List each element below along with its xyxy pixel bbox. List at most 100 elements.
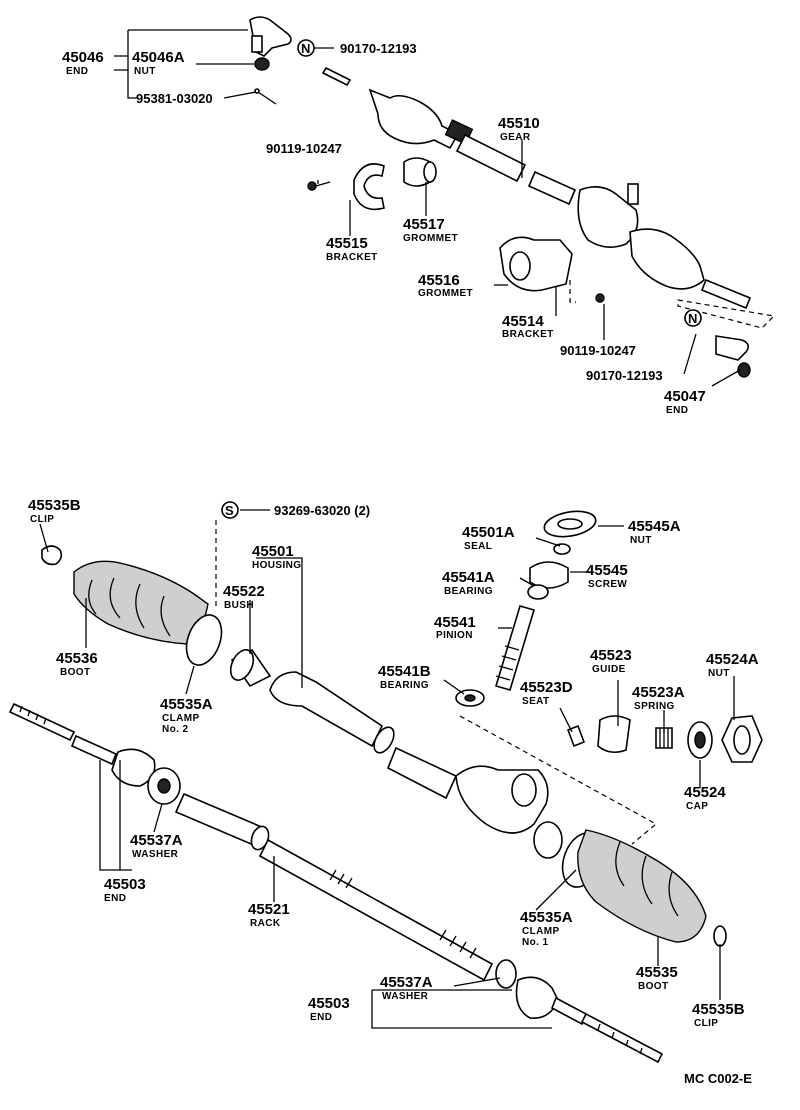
- svg-text:BRACKET: BRACKET: [326, 252, 378, 263]
- svg-text:No. 2: No. 2: [162, 724, 188, 735]
- n-mark-left-icon: N: [297, 39, 315, 57]
- bracket-45515-drawing: [307, 163, 385, 211]
- svg-text:END: END: [666, 405, 688, 416]
- part-number-95381: 95381-03020: [136, 91, 213, 106]
- svg-text:PINION: PINION: [436, 630, 473, 641]
- svg-text:GROMMET: GROMMET: [403, 233, 458, 244]
- svg-text:SEAL: SEAL: [464, 541, 492, 552]
- svg-text:CAP: CAP: [686, 801, 708, 812]
- svg-text:HOUSING: HOUSING: [252, 560, 301, 571]
- part-number-45536: 45536: [56, 650, 98, 667]
- tie-rod-end-right-drawing: N: [677, 299, 776, 378]
- svg-text:BUSH: BUSH: [224, 600, 254, 611]
- top-assembly: N: [249, 16, 776, 378]
- top-leader-lines: [114, 29, 741, 387]
- part-number-45523a: 45523A: [632, 684, 685, 701]
- bottom-leader-lines: [39, 509, 735, 1029]
- part-number-90170-right: 90170-12193: [586, 368, 663, 383]
- diagram-code: MC C002-E: [684, 1071, 752, 1086]
- svg-text:BEARING: BEARING: [380, 680, 429, 691]
- svg-text:NUT: NUT: [134, 66, 156, 77]
- bottom-assembly: S: [8, 501, 763, 1064]
- svg-text:N: N: [688, 311, 697, 326]
- part-number-45517: 45517: [403, 216, 445, 233]
- svg-text:GUIDE: GUIDE: [592, 664, 626, 675]
- svg-text:CLIP: CLIP: [694, 1018, 718, 1029]
- part-number-45541: 45541: [434, 614, 476, 631]
- part-number-45503-right: 45503: [308, 995, 350, 1012]
- part-number-45535b-right: 45535B: [692, 1001, 745, 1018]
- svg-text:BOOT: BOOT: [60, 667, 91, 678]
- part-number-45535: 45535: [636, 964, 678, 981]
- boot-right-drawing: [561, 829, 727, 947]
- part-number-90170-left: 90170-12193: [340, 41, 417, 56]
- part-number-45524: 45524: [684, 784, 726, 801]
- tie-rod-end-right-bottom-drawing: [495, 959, 664, 1064]
- part-number-45537a-right: 45537A: [380, 974, 433, 991]
- part-number-45503-left: 45503: [104, 876, 146, 893]
- part-number-45501: 45501: [252, 543, 294, 560]
- n-mark-right-icon: N: [684, 309, 702, 327]
- part-number-45545a: 45545A: [628, 518, 681, 535]
- svg-text:END: END: [104, 893, 126, 904]
- part-number-45535a-clamp2: 45535A: [160, 696, 213, 713]
- part-number-45047: 45047: [664, 388, 706, 405]
- svg-text:END: END: [66, 66, 88, 77]
- grommet-45516-drawing: [499, 236, 605, 303]
- bottom-labels: 45535B CLIP 93269-63020 (2) 45501 HOUSIN…: [28, 497, 759, 1086]
- svg-text:BRACKET: BRACKET: [502, 329, 554, 340]
- svg-text:NUT: NUT: [708, 668, 730, 679]
- svg-text:GROMMET: GROMMET: [418, 288, 473, 299]
- s-mark-icon: S: [221, 501, 239, 519]
- part-number-45521: 45521: [248, 901, 290, 918]
- svg-text:RACK: RACK: [250, 918, 281, 929]
- part-number-45522: 45522: [223, 583, 265, 600]
- svg-text:WASHER: WASHER: [132, 849, 179, 860]
- part-number-90119-left: 90119-10247: [266, 141, 342, 156]
- part-number-45537a-left: 45537A: [130, 832, 183, 849]
- clip-left-drawing: [41, 545, 63, 566]
- svg-text:CLAMP: CLAMP: [162, 713, 200, 724]
- pinion-group-drawing: [455, 510, 597, 707]
- svg-text:BOOT: BOOT: [638, 981, 669, 992]
- part-number-45524a: 45524A: [706, 651, 759, 668]
- boot-left-drawing: [73, 560, 209, 645]
- part-number-90119-right: 90119-10247: [560, 343, 636, 358]
- clamp-no2-drawing: [185, 614, 223, 666]
- svg-text:SPRING: SPRING: [634, 701, 675, 712]
- part-number-45514: 45514: [502, 313, 544, 330]
- part-number-45541a: 45541A: [442, 569, 495, 586]
- rack-drawing: [174, 792, 494, 982]
- svg-text:SEAT: SEAT: [522, 696, 550, 707]
- top-labels: 45046 END 45046A NUT 95381-03020 90170-1…: [62, 41, 706, 416]
- part-number-45515: 45515: [326, 235, 368, 252]
- part-number-45523d: 45523D: [520, 679, 573, 696]
- part-number-45516: 45516: [418, 272, 460, 289]
- svg-text:CLIP: CLIP: [30, 514, 54, 525]
- grommet-45517-drawing: [403, 157, 437, 187]
- part-number-93269: 93269-63020 (2): [274, 503, 370, 518]
- svg-text:CLAMP: CLAMP: [522, 926, 560, 937]
- part-number-45523: 45523: [590, 647, 632, 664]
- svg-text:N: N: [301, 41, 310, 56]
- svg-text:No. 1: No. 1: [522, 937, 548, 948]
- guide-group-drawing: [459, 715, 763, 845]
- steering-gear-drawing: [368, 88, 752, 310]
- part-number-45501a: 45501A: [462, 524, 515, 541]
- part-number-45535a-clamp1: 45535A: [520, 909, 573, 926]
- tie-rod-end-left-drawing: [249, 16, 292, 105]
- svg-text:NUT: NUT: [630, 535, 652, 546]
- part-number-45541b: 45541B: [378, 663, 431, 680]
- part-number-45535b-left: 45535B: [28, 497, 81, 514]
- part-number-45510: 45510: [498, 115, 540, 132]
- part-number-45545: 45545: [586, 562, 628, 579]
- svg-text:WASHER: WASHER: [382, 991, 429, 1002]
- part-number-45046: 45046: [62, 49, 104, 66]
- part-number-45046a: 45046A: [132, 49, 185, 66]
- svg-text:END: END: [310, 1012, 332, 1023]
- tie-rod-end-left-bottom-drawing: [8, 702, 181, 805]
- svg-text:GEAR: GEAR: [500, 132, 531, 143]
- svg-text:SCREW: SCREW: [588, 579, 627, 590]
- housing-drawing: [269, 671, 563, 859]
